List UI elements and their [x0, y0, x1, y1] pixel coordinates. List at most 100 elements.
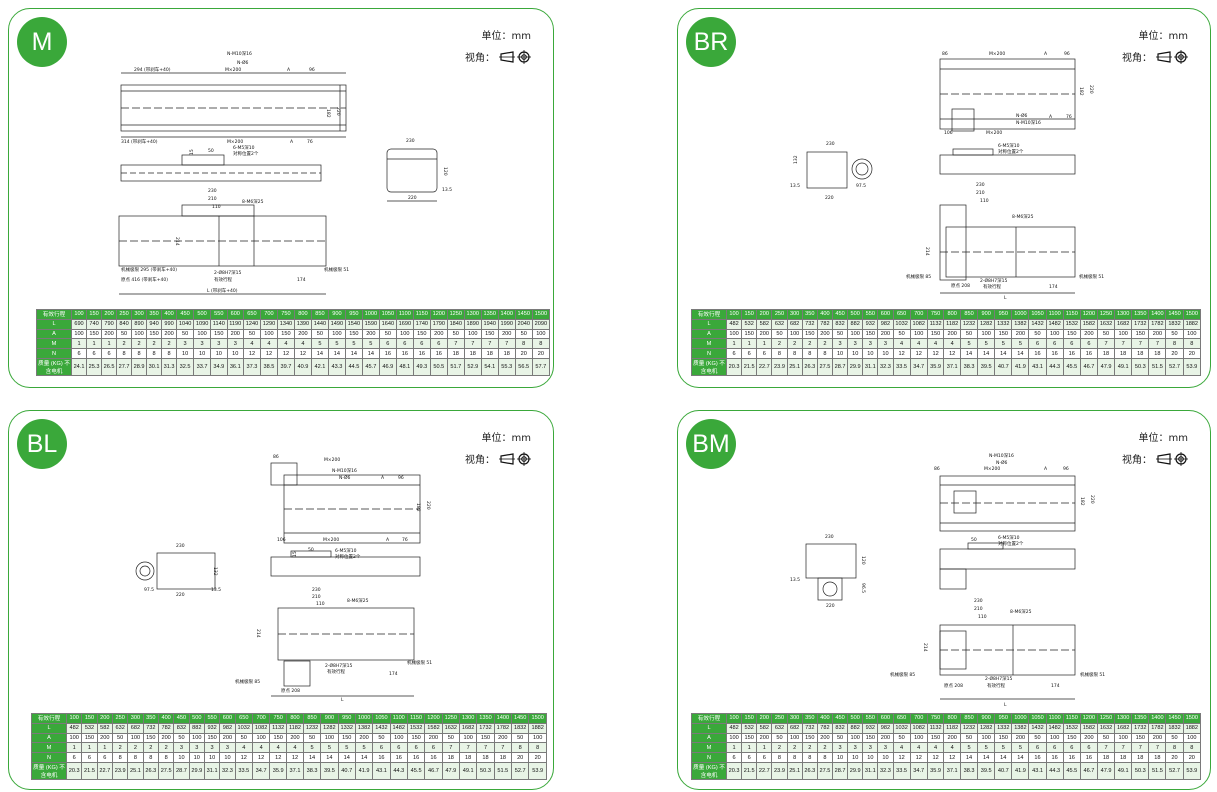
table-cell: 900: [977, 713, 996, 724]
end-132: 132: [793, 155, 799, 164]
table-cell: 1: [741, 338, 758, 350]
table-cell: 200: [424, 732, 443, 744]
table-cell: 20: [531, 348, 551, 359]
table-cell: 1100: [1045, 309, 1064, 320]
table-cell: 350: [801, 713, 818, 724]
table-cell: 682: [786, 318, 803, 330]
table-cell: 100: [70, 309, 88, 320]
table-cell: 3: [203, 742, 221, 754]
table-cell: 1200: [1079, 309, 1098, 320]
table-cell: 50.5: [429, 357, 448, 376]
table-cell: 500: [193, 309, 212, 320]
dim-76: 76: [402, 537, 408, 543]
table-cell: 10: [847, 752, 864, 763]
dim-l-total: L: [1004, 702, 1007, 708]
table-cell: 1832: [511, 722, 530, 734]
hole-note: N-M10深16: [1016, 119, 1041, 126]
table-cell: 200: [1148, 328, 1167, 340]
table-cell: 32.3: [877, 761, 894, 780]
end-96-5: 96.5: [860, 583, 866, 593]
table-cell: 20: [1165, 752, 1184, 763]
table-cell: 450: [176, 309, 195, 320]
table-cell: 18: [1131, 752, 1150, 763]
table-cell: 532: [81, 722, 98, 734]
table-cell: 1400: [493, 713, 513, 724]
table-cell: 950: [337, 713, 356, 724]
table-cell: 54.1: [480, 357, 499, 376]
table-cell: 8: [146, 348, 163, 359]
table-cell: 100: [70, 328, 88, 340]
table-cell: 28.7: [173, 761, 190, 780]
table-cell: 25.3: [86, 357, 103, 376]
dim-50: 50: [208, 148, 214, 154]
table-cell: 40.7: [994, 761, 1013, 780]
effective-stroke: 有效行程: [983, 283, 1001, 290]
table-cell: 14: [1011, 752, 1030, 763]
table-cell: 1: [81, 742, 98, 754]
row-header: A: [691, 732, 727, 744]
table-cell: 582: [756, 722, 773, 734]
table-cell: 932: [203, 722, 221, 734]
table-cell: 14: [337, 752, 356, 763]
table-cell: 1290: [259, 318, 278, 330]
table-cell: 16: [424, 752, 443, 763]
table-cell: 1190: [226, 318, 244, 330]
table-cell: 53.9: [528, 761, 547, 780]
table-cell: 150: [741, 713, 758, 724]
table-cell: 27.5: [816, 761, 833, 780]
table-cell: 732: [801, 318, 818, 330]
end-120: 120: [442, 167, 448, 176]
table-cell: 16: [1079, 348, 1098, 359]
table-cell: 900: [327, 309, 346, 320]
table-cell: 1482: [1045, 318, 1064, 330]
table-cell: 2: [801, 742, 818, 754]
table-cell: 46.7: [424, 761, 443, 780]
table-cell: 45.5: [406, 761, 426, 780]
table-cell: 2: [157, 742, 175, 754]
table-cell: 8: [142, 752, 159, 763]
side-note: 6-M5深10: [998, 142, 1020, 149]
table-cell: 14: [344, 348, 363, 359]
table-cell: 12: [251, 752, 271, 763]
table-cell: 4: [259, 338, 278, 350]
table-cell: 632: [111, 722, 129, 734]
table-cell: 150: [741, 328, 758, 340]
table-cell: 8: [514, 338, 533, 350]
table-cell: 50: [310, 328, 329, 340]
row-header: 质量 (KG) 不含电机: [36, 357, 72, 376]
dim-w230: 230: [976, 182, 985, 188]
mech-limit-r: 机械极限 51: [324, 266, 349, 273]
table-cell: 100: [1045, 732, 1064, 744]
table-cell: 200: [816, 328, 833, 340]
table-cell: 150: [142, 732, 159, 744]
end-13-5: 13.5: [790, 577, 800, 583]
dim-h214: 214: [922, 643, 928, 652]
table-cell: 7: [1131, 742, 1150, 754]
table-cell: 51.7: [446, 357, 465, 376]
table-cell: 29.9: [188, 761, 205, 780]
table-cell: 44.5: [344, 357, 363, 376]
table-cell: 14: [994, 752, 1013, 763]
table-cell: 8: [801, 752, 818, 763]
table-cell: 1082: [909, 318, 928, 330]
table-cell: 8: [786, 752, 803, 763]
table-cell: 50: [771, 328, 788, 340]
table-cell: 1882: [1182, 318, 1202, 330]
table-cell: 10: [877, 752, 894, 763]
table-cell: 5: [361, 338, 380, 350]
side-view: [939, 542, 1076, 590]
table-cell: 632: [771, 318, 788, 330]
table-cell: 4: [909, 338, 928, 350]
table-cell: 5: [977, 338, 996, 350]
bottom-view: [118, 204, 327, 295]
side-note2: 对称位置2个: [233, 150, 259, 157]
table-cell: 200: [756, 309, 773, 320]
table-cell: 1332: [337, 722, 356, 734]
dim-m-pitch2: M×200: [986, 130, 1002, 136]
bottom-view: [939, 204, 1076, 294]
table-cell: 1132: [926, 722, 945, 734]
